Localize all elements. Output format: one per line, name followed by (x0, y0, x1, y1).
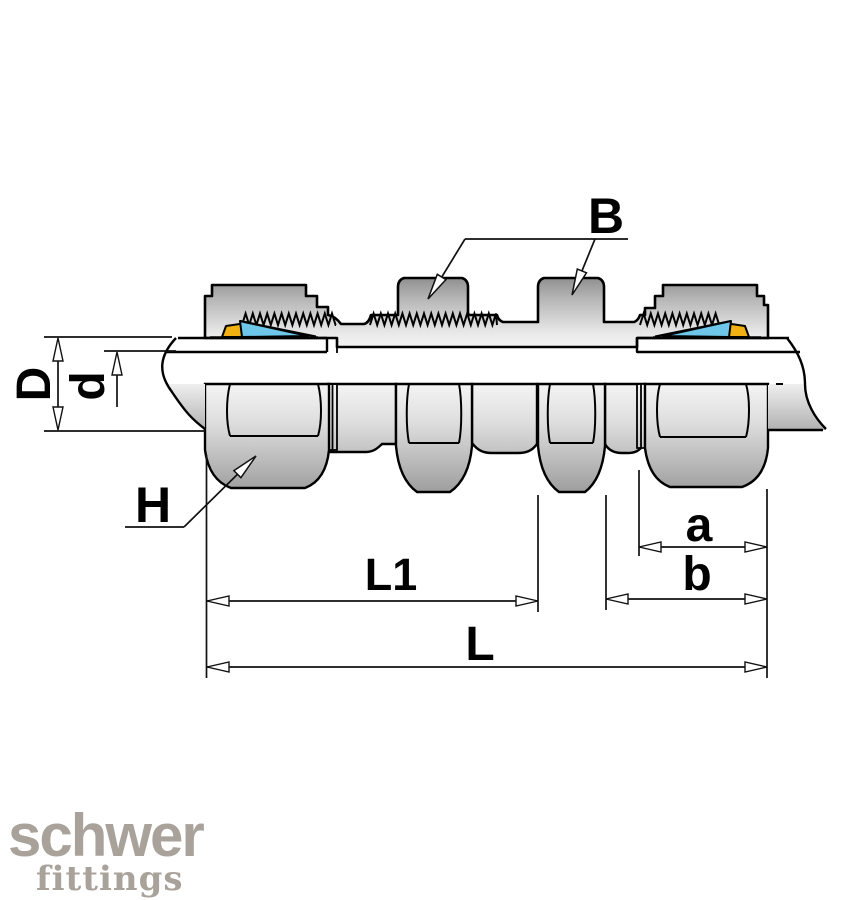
thread-right (639, 310, 722, 329)
label-leader-H (125, 455, 257, 528)
dim-label-a: a (686, 499, 713, 552)
dim-label-d: d (62, 371, 115, 400)
ferrule-bite-line-right (654, 320, 732, 338)
union-body-silhouette (203, 276, 770, 349)
dim-label-L: L (465, 618, 494, 671)
dim-label-D: D (8, 367, 61, 402)
locknut-1-facets (405, 383, 463, 444)
dim-label-B: B (588, 188, 624, 244)
section-view-top (161, 276, 827, 430)
body-neck-left (326, 382, 398, 454)
tube-right-section (635, 336, 827, 430)
dimension-D (44, 336, 205, 432)
thread-middle-bulkhead (369, 310, 498, 329)
locknut-1-bottom (394, 382, 474, 494)
right-nut-facets (656, 383, 750, 438)
tube-left-bottom (168, 384, 205, 430)
ferrule-bite-line-left (239, 320, 317, 338)
tube-right-bottom (768, 384, 826, 430)
logo-subtitle-text: fittings (36, 859, 184, 899)
dimension-b (605, 495, 768, 610)
logo-brand-text: schwer (8, 802, 204, 869)
dimension-d (104, 350, 176, 407)
tube-left-break-curve (161, 337, 206, 430)
external-view-bottom (168, 382, 826, 494)
tube-right-break-curve (786, 337, 827, 430)
left-nut-facets (226, 383, 322, 437)
brand-logo: schwer fittings (8, 802, 206, 899)
dim-label-H: H (135, 477, 171, 533)
label-leader-B (427, 238, 628, 300)
body-mid-section (470, 382, 539, 455)
tube-left-section (161, 336, 338, 430)
dimension-a (638, 470, 768, 556)
locknut-2-facets (546, 383, 597, 444)
dim-label-b: b (682, 548, 711, 601)
dimension-L (205, 455, 768, 678)
dim-label-L1: L1 (365, 549, 418, 600)
locknut-2-bottom (536, 382, 607, 494)
thread-left (241, 310, 337, 329)
dimensions (44, 238, 768, 678)
dimension-L1 (206, 495, 539, 612)
right-nut-bottom (643, 382, 770, 489)
